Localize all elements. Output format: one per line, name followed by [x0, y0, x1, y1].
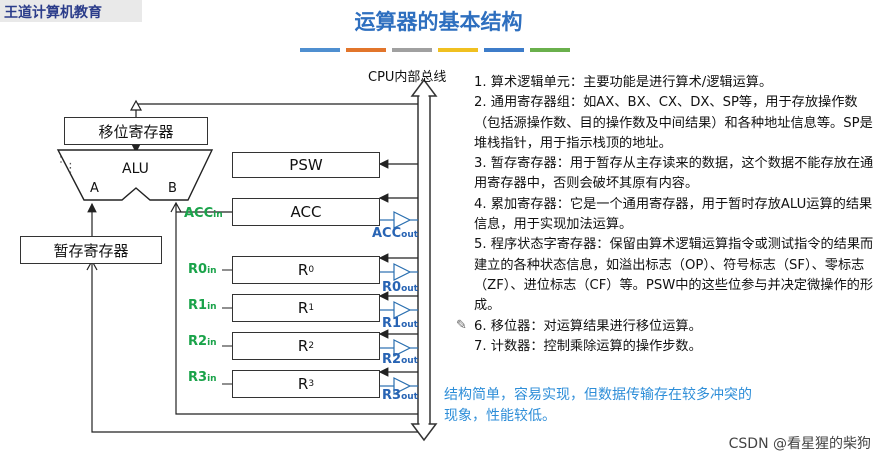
r2-in-signal: R2in [188, 334, 217, 349]
logo: 王道计算机教育 [4, 5, 102, 21]
description-item: 7. 计数器：控制乘除运算的操作步数。 [474, 338, 702, 354]
description-item: 3. 暂存寄存器：用于暂存从主存读来的数据，这个数据不能存放在通用寄存器中，否则… [474, 156, 874, 192]
r0-register-sub: 0 [308, 265, 315, 275]
description-item: 6. 移位器：对运算结果进行移位运算。 [474, 318, 702, 334]
title-stripe-1 [300, 48, 340, 52]
r1-register-sub: 1 [308, 303, 315, 313]
r2-out-signal: R2out [382, 352, 418, 367]
title-stripe-2 [346, 48, 386, 52]
shifter-register: 移位寄存器 [64, 117, 208, 145]
acc-register-label: ACC [290, 203, 322, 221]
title-stripe-3 [392, 48, 432, 52]
title-stripe-4 [438, 48, 478, 52]
temp-register-label: 暂存寄存器 [53, 241, 129, 260]
alu-label: ALU [122, 161, 149, 177]
description-item: 1. 算术逻辑单元：主要功能是进行算术/逻辑运算。 [474, 75, 773, 90]
r3-out-signal: R3out [382, 388, 418, 403]
page-title: 运算器的基本结构 [354, 10, 523, 34]
alu-input-a-label: A [90, 181, 99, 196]
r1-in-signal: R1in [188, 298, 217, 313]
r0-out-signal: R0out [382, 280, 418, 295]
r1-register-label: R [297, 299, 309, 317]
register-in-arrows [378, 193, 418, 377]
alu-shape [56, 149, 214, 201]
title-stripe-5 [484, 48, 524, 52]
temp-register: 暂存寄存器 [20, 236, 162, 264]
shifter-to-bus-path [129, 99, 418, 117]
r3-register-label: R [297, 375, 309, 393]
in-ticks [222, 211, 232, 385]
r2-register-sub: 2 [308, 341, 315, 351]
r0-register-label: R [297, 261, 309, 279]
description-list: 1. 算术逻辑单元：主要功能是进行算术/逻辑运算。 2. 通用寄存器组：如AX、… [474, 73, 874, 357]
description-item: 2. 通用寄存器组：如AX、BX、CX、DX、SP等，用于存放操作数（包括源操作… [474, 95, 873, 151]
pencil-icon: ✎ [456, 318, 467, 333]
bus-to-alu-b-path [170, 201, 418, 415]
r0-in-signal: R0in [188, 262, 217, 277]
r2-register-label: R [297, 337, 309, 355]
alu-dots: ⋮ [64, 161, 77, 176]
description-item: 4. 累加寄存器：它是一个通用寄存器，用于暂时存放ALU运算的结果信息，用于实现… [474, 196, 873, 233]
watermark: CSDN @看星猩的柴狗 [728, 436, 871, 452]
summary-text: 结构简单，容易实现，但数据传输存在较多冲突的现象，性能较低。 [444, 387, 752, 424]
alu-input-b-label: B [168, 181, 177, 196]
psw-register: PSW [232, 152, 380, 178]
acc-in-signal: ACCin [184, 206, 223, 221]
r3-in-signal: R3in [188, 370, 217, 385]
output-buffers [380, 211, 418, 395]
cpu-bus-label: CPU内部总线 [368, 70, 447, 85]
cpu-bus [410, 78, 438, 442]
title-stripe-6 [530, 48, 570, 52]
description-item: 5. 程序状态字寄存器：保留由算术逻辑运算指令或测试指令的结果而建立的各种状态信… [474, 237, 874, 314]
r3-register-sub: 3 [308, 379, 315, 389]
acc-out-signal: ACCout [372, 226, 419, 241]
acc-register: ACC [232, 198, 380, 226]
psw-register-label: PSW [289, 156, 323, 174]
shifter-register-label: 移位寄存器 [98, 122, 174, 141]
logo-background [0, 0, 142, 22]
r1-out-signal: R1out [382, 316, 418, 331]
